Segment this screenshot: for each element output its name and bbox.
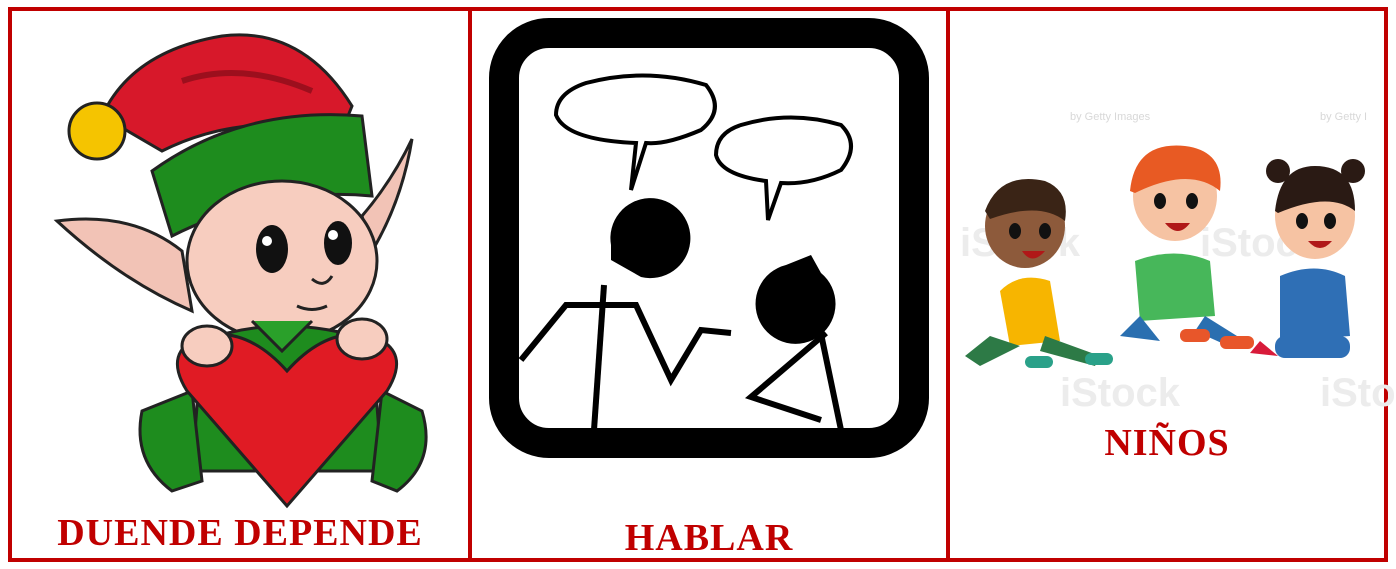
two-people-talking-icon xyxy=(489,18,929,458)
watermark-istock-2: iStock xyxy=(1060,371,1181,415)
watermark-getty-1: by Getty Images xyxy=(1070,111,1151,123)
card-ninos: by Getty Images by Getty I iStock iStock… xyxy=(950,11,1396,558)
card-label-hablar: HABLAR xyxy=(624,517,794,559)
watermark-istock-4: iSto xyxy=(1320,371,1396,415)
elf-with-heart-icon xyxy=(53,33,428,509)
children-sitting-icon xyxy=(965,145,1365,368)
card-label-duende: DUENDE DEPENDE xyxy=(57,512,423,554)
picture-card-board: DUENDE DEPENDE HABLAR by Getty Images by… xyxy=(8,7,1396,562)
watermark-getty-2: by Getty I xyxy=(1320,111,1368,123)
card-label-ninos: NIÑOS xyxy=(1104,422,1230,464)
card-hablar: HABLAR xyxy=(468,11,950,559)
card-duende: DUENDE DEPENDE xyxy=(12,11,468,558)
